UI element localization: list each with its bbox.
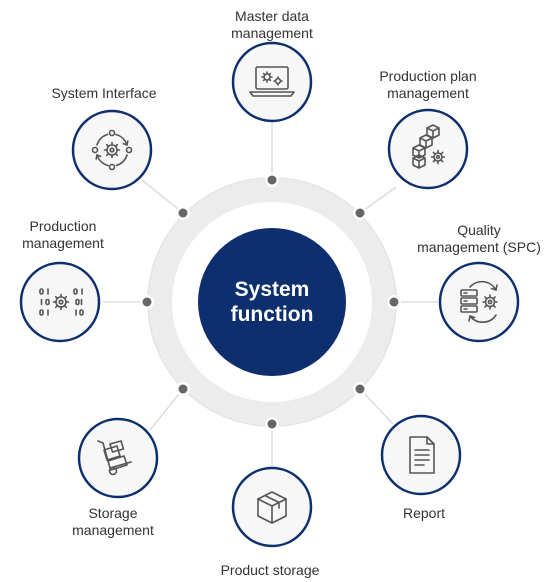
connector-production-plan (359, 186, 397, 214)
label-storage: Storage management (72, 505, 154, 538)
box-icon (257, 491, 287, 524)
node-master-data (231, 41, 313, 123)
dot-production-plan (353, 206, 367, 220)
dot-storage (176, 382, 190, 396)
label-production: Production management (22, 218, 104, 251)
center-circle (198, 228, 346, 376)
dot-production (140, 295, 154, 309)
connector-storage (149, 388, 184, 431)
label-system-interface: System Interface (51, 85, 157, 101)
connector-system-interface (141, 179, 184, 214)
label-production-plan: Production plan management (379, 68, 477, 101)
label-quality: Quality management (SPC) (417, 222, 541, 255)
blocks-gear-icon (412, 124, 446, 169)
binary-gear-icon (39, 288, 84, 316)
document-icon (409, 436, 435, 474)
label-report: Report (402, 505, 446, 521)
connector-report (359, 388, 394, 425)
gear-cycle-icon (91, 129, 133, 171)
server-gear-cycle-icon (460, 280, 498, 323)
hand-truck-icon (97, 440, 132, 476)
node-production-plan (387, 108, 469, 190)
label-master-data: Master data management (231, 8, 313, 41)
dot-master-data (265, 173, 279, 187)
dot-system-interface (176, 206, 190, 220)
node-system-interface (71, 109, 153, 191)
dot-quality (387, 295, 401, 309)
ring-dots (140, 173, 401, 431)
center-title: System function (230, 278, 314, 326)
laptop-gears-icon (249, 66, 295, 97)
node-quality (438, 261, 520, 343)
dot-report (353, 382, 367, 396)
label-product-storage: Product storage (220, 562, 320, 578)
connector-lines (103, 120, 438, 470)
dot-product-storage (265, 417, 279, 431)
